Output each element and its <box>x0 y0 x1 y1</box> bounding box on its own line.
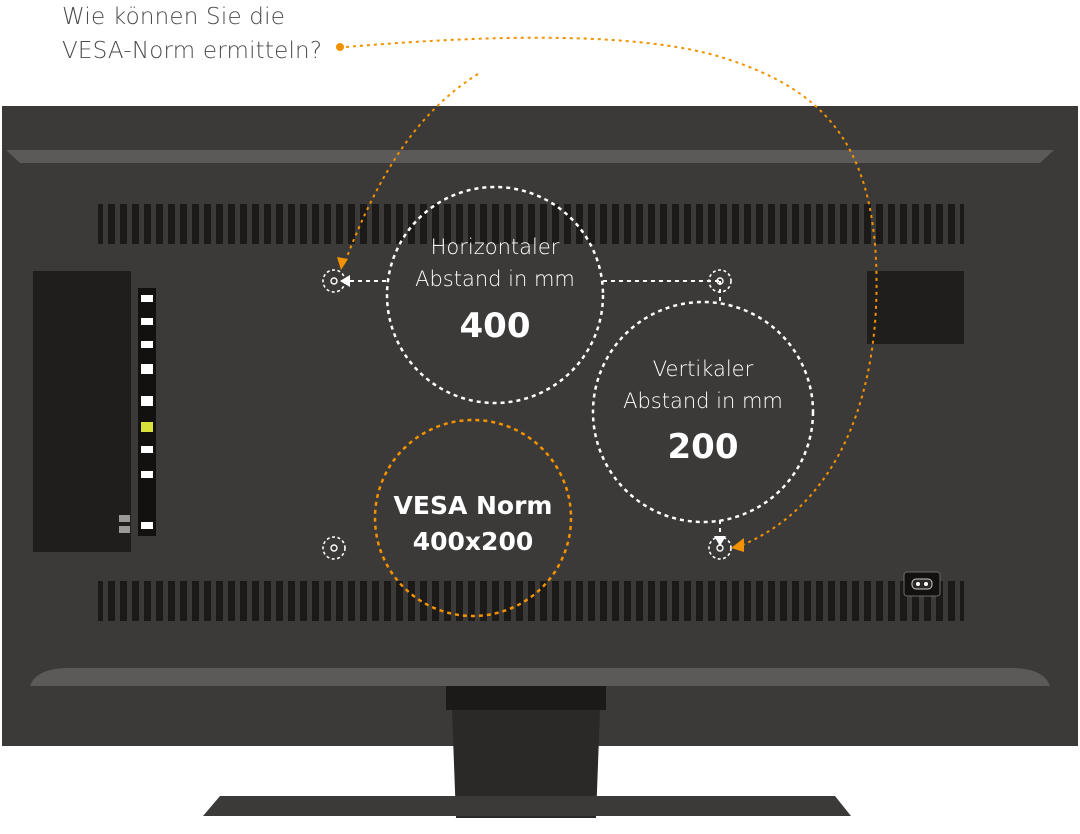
port-indicator-yellow <box>141 422 153 432</box>
vesa-mount-hole-bottom-left <box>322 536 346 560</box>
port-indicator <box>141 341 153 348</box>
stand-neck-top <box>446 686 606 710</box>
port-indicator <box>141 522 153 529</box>
vertical-label-line-1: Vertikaler <box>652 357 754 381</box>
tv-stand <box>203 686 851 818</box>
port-indicator <box>141 446 153 453</box>
question-pointer <box>336 36 878 552</box>
horizontal-label-line-1: Horizontaler <box>430 235 560 259</box>
bottom-bevel <box>30 668 1050 686</box>
stand-base <box>203 796 851 816</box>
side-port-panel <box>33 271 156 552</box>
port-indicator <box>141 295 153 302</box>
top-bevel <box>6 150 1054 163</box>
arrow-left-icon <box>340 275 350 287</box>
measurement-lines <box>350 280 721 538</box>
stand-neck <box>452 710 600 818</box>
port-indicator <box>141 318 153 325</box>
question-dot <box>336 43 344 51</box>
horizontal-label-line-2: Abstand in mm <box>415 267 575 291</box>
top-vent-grille <box>98 204 964 244</box>
bottom-vent-grille <box>98 581 964 621</box>
port-indicator-grey <box>119 515 130 522</box>
horizontal-value: 400 <box>459 306 531 346</box>
pointer-arc-right <box>345 36 878 547</box>
question-text: Wie können Sie die VESA-Norm ermitteln? <box>62 0 322 68</box>
vertical-label-line-2: Abstand in mm <box>623 389 783 413</box>
tv-back-panel <box>2 106 1078 746</box>
pointer-arc-left <box>344 73 479 263</box>
port-indicator <box>141 364 153 374</box>
question-line-1: Wie können Sie die <box>62 4 286 30</box>
port-indicator <box>141 471 153 478</box>
arrow-orange-right-icon <box>731 538 744 552</box>
port-indicator-grey <box>119 526 130 533</box>
vertical-value: 200 <box>667 427 739 467</box>
horizontal-distance-circle <box>385 185 605 405</box>
side-panel-right <box>867 271 964 344</box>
question-line-2: VESA-Norm ermitteln? <box>62 38 323 64</box>
vesa-value: 400x200 <box>412 527 534 556</box>
arrow-down-icon <box>714 536 726 546</box>
vertical-distance-circle <box>591 300 815 524</box>
port-indicator <box>141 396 153 406</box>
vesa-norm-circle <box>373 418 573 618</box>
vesa-label: VESA Norm <box>393 491 553 520</box>
arrow-orange-left-icon <box>337 257 348 270</box>
power-socket <box>903 571 941 597</box>
